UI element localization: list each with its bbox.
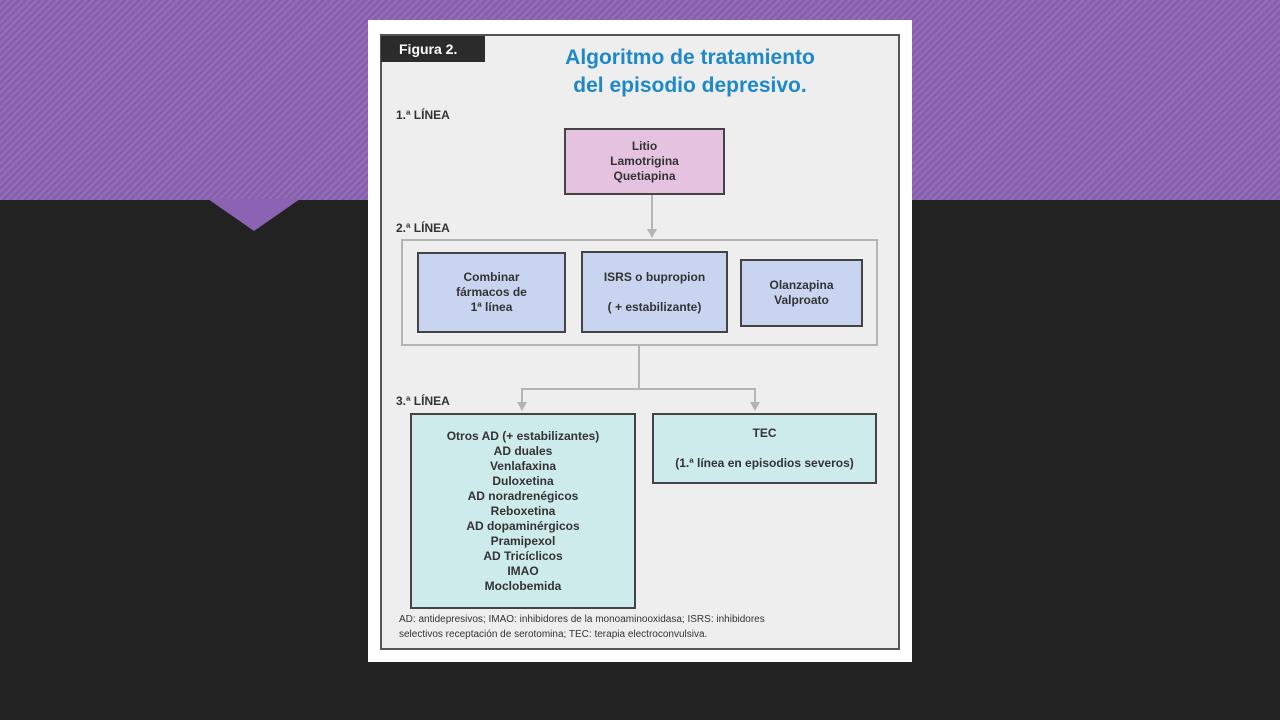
arrowhead-icon [647,229,657,238]
box-text-line: Valproato [774,293,829,307]
figure-tag: Figura 2. [381,36,485,62]
box-text-line: Moclobemida [484,578,562,593]
box-text-line: TEC [752,426,777,440]
arrowhead-icon [750,402,760,411]
third-line-label: 3.ª LÍNEA [396,394,450,408]
first-line-item: Litio [631,139,658,153]
box-text-line: AD duales [493,443,553,458]
third-line-box-ad: Otros AD (+ estabilizantes) AD duales Ve… [410,413,636,609]
box-text-line: ( + estabilizante) [607,299,702,314]
box-text-line: Reboxetina [490,503,556,518]
second-line-group [401,239,878,346]
connector-line [651,195,653,229]
connector-line [521,388,523,402]
box-text-line: AD noradrenégicos [467,488,579,503]
box-text-line: Duloxetina [492,473,554,488]
box-text-line: (1.ª línea en episodios severos) [675,456,854,470]
second-line-box-combine: Combinar fármacos de 1ª línea [417,252,566,333]
footnote-line: AD: antidepresivos; IMAO: inhibidores de… [399,614,765,625]
box-text-line: Olanzapina [769,278,834,292]
footnote-line: selectivos receptación de serotomina; TE… [399,629,708,640]
box-text-line: IMAO [507,563,539,578]
arrowhead-icon [517,402,527,411]
connector-line [754,388,756,402]
box-text-line: ISRS o bupropion [603,269,706,284]
box-text-line: Otros AD (+ estabilizantes) [446,428,600,443]
figure-title: Algoritmo de tratamiento del episodio de… [520,44,860,100]
box-text-line: Pramipexol [490,533,556,548]
box-text-line: Venlafaxina [489,458,557,473]
decorative-notch [208,199,300,231]
box-text-line: 1ª línea [470,300,513,314]
connector-line [521,388,756,390]
first-line-item: Lamotrigina [610,154,679,168]
box-text-line: Combinar [463,270,520,284]
box-text-line: fármacos de [456,285,527,299]
box-text-line: AD Tricíclicos [483,548,563,563]
connector-line [638,346,640,389]
second-line-label: 2.ª LÍNEA [396,221,450,235]
second-line-box-olanzapina: Olanzapina Valproato [740,259,863,327]
second-line-box-isrs: ISRS o bupropion ( + estabilizante) [581,251,728,333]
figure-title-line-1: Algoritmo de tratamiento [565,46,815,69]
first-line-box: Litio Lamotrigina Quetiapina [564,128,725,195]
third-line-box-tec: TEC (1.ª línea en episodios severos) [652,413,877,484]
figure-footnote: AD: antidepresivos; IMAO: inhibidores de… [399,612,889,642]
first-line-label: 1.ª LÍNEA [396,108,450,122]
figure-title-line-2: del episodio depresivo. [573,74,807,97]
first-line-item: Quetiapina [613,169,676,183]
box-text-line: AD dopaminérgicos [466,518,580,533]
